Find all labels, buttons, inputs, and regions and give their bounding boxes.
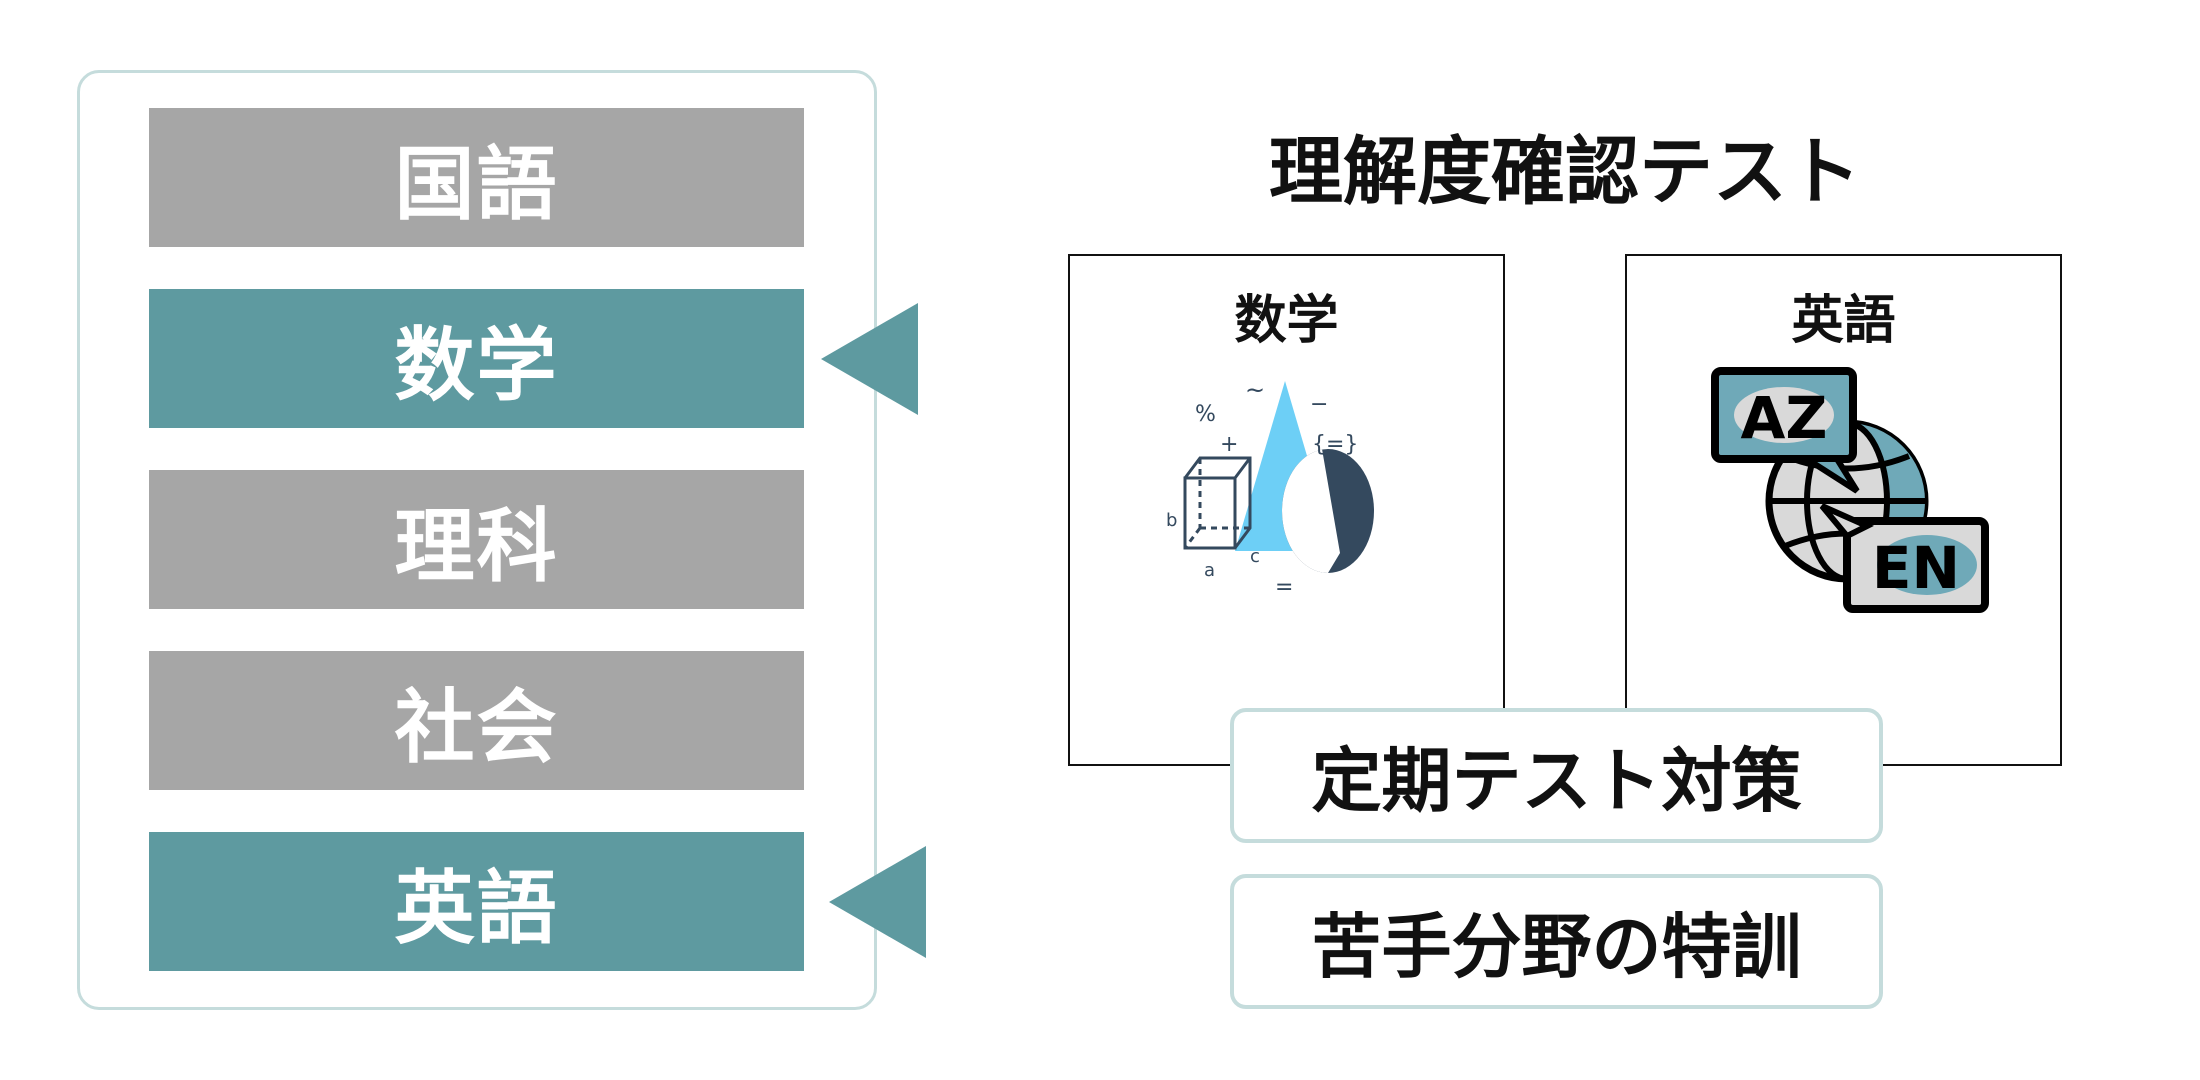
subject-math: 数学: [149, 289, 804, 428]
periodic-test-prep-label: 定期テスト対策: [1230, 708, 1883, 843]
percent-symbol: %: [1195, 402, 1216, 427]
bubble-en-text: EN: [1872, 534, 1960, 602]
label-a: a: [1204, 560, 1215, 581]
weak-area-training-label: 苦手分野の特訓: [1230, 874, 1883, 1009]
pointer-arrow-english: [829, 846, 926, 958]
minus-symbol: −: [1310, 392, 1328, 417]
math-card: 数学 % ~ − + {=} b a c =: [1068, 254, 1505, 766]
bubble-az-text: AZ: [1741, 384, 1828, 452]
subject-list-panel: [77, 70, 877, 1010]
pointer-arrow-math: [821, 303, 918, 415]
english-card-label: 英語: [1791, 291, 1896, 351]
math-card-label: 数学: [1234, 291, 1339, 351]
label-c: c: [1250, 546, 1260, 567]
subject-english: 英語: [149, 832, 804, 971]
tilde-symbol: ~: [1245, 376, 1265, 404]
braces-symbol: {=}: [1312, 432, 1358, 457]
subject-japanese: 国語: [149, 108, 804, 247]
page-title: 理解度確認テスト: [1269, 129, 1861, 215]
plus-symbol: +: [1220, 432, 1238, 457]
label-b: b: [1166, 510, 1177, 531]
equals-symbol: =: [1275, 575, 1293, 600]
math-shapes-icon: % ~ − + {=} b a c =: [1166, 376, 1374, 600]
subject-social: 社会: [149, 651, 804, 790]
subject-science: 理科: [149, 470, 804, 609]
translation-globe-icon: AZ EN: [1711, 367, 1989, 613]
english-card: 英語 AZ EN: [1625, 254, 2062, 766]
